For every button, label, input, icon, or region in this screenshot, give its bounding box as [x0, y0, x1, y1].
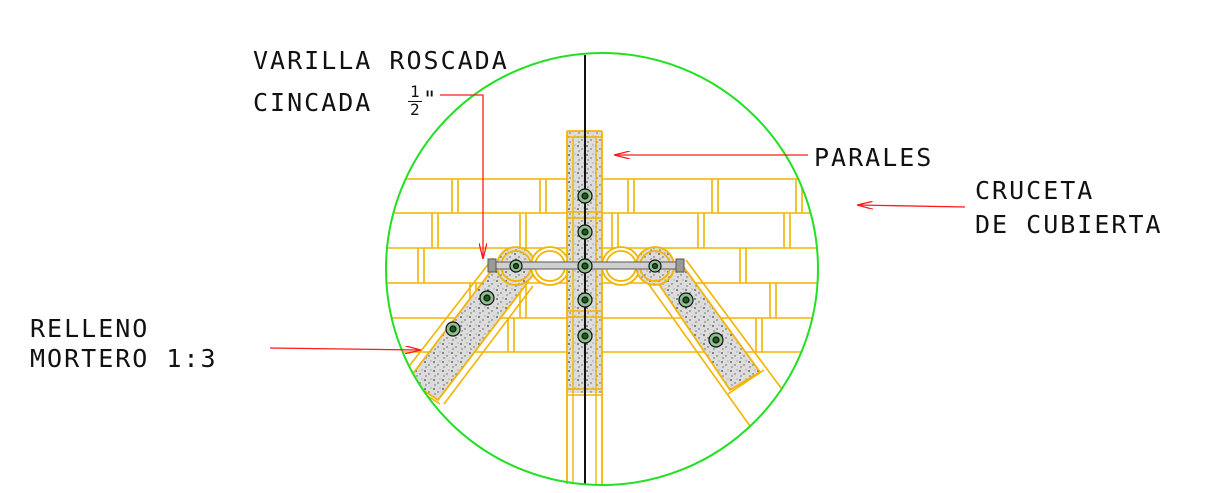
threaded-rod-label-line2: CINCADA: [253, 88, 373, 117]
right-diagonal-stud: [639, 259, 791, 441]
bolt: [577, 224, 593, 240]
bolt: [479, 290, 495, 306]
fill-leader-arrow: [269, 348, 420, 350]
detail-circle: [385, 52, 819, 486]
bolt: [708, 332, 724, 348]
bolt: [445, 321, 461, 337]
bolt: [648, 259, 662, 273]
bolts: [445, 188, 724, 348]
bolt: [577, 258, 593, 274]
threaded-rod-label-line1: VARILLA ROSCADA: [253, 46, 509, 75]
mortar-fill-label-line2: MORTERO 1:3: [30, 344, 218, 373]
bolt: [678, 292, 694, 308]
rod-diameter-fraction-bar: [408, 101, 422, 102]
mortar-fill-label-line1: RELLENO: [30, 314, 150, 343]
crossarm-label-line2: DE CUBIERTA: [975, 210, 1163, 239]
rod-leader-arrow: [440, 94, 483, 258]
bolt: [577, 188, 593, 204]
studs-label: PARALES: [814, 143, 934, 172]
rod-diameter-inch-mark: ": [423, 88, 437, 113]
left-diagonal-stud: [399, 257, 534, 405]
bolt: [509, 259, 523, 273]
crossarm-leader-arrow: [858, 205, 966, 207]
rod-diameter-fraction-numerator: 1: [410, 82, 420, 101]
bolt: [577, 292, 593, 308]
leader-arrows: [269, 94, 966, 350]
rod-diameter-fraction-denominator: 2: [410, 100, 420, 119]
crossarm-label-line1: CRUCETA: [975, 176, 1095, 205]
bolt: [577, 328, 593, 344]
